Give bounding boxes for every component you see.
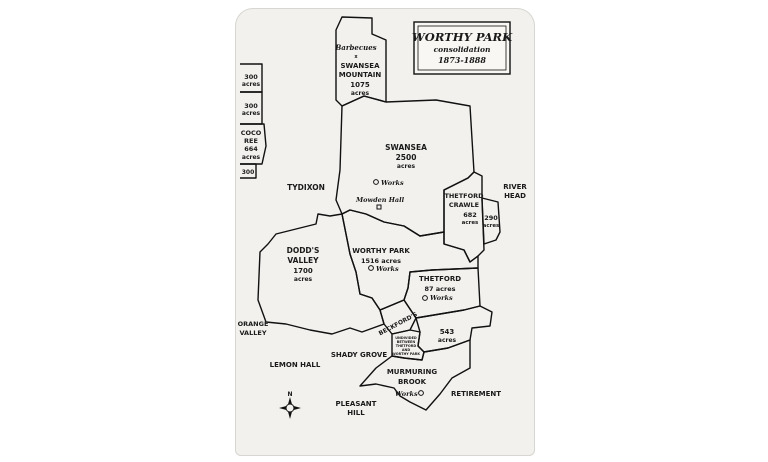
map-subtitle: consolidation [434, 45, 491, 54]
label-works-worthy-park: Works [376, 265, 399, 273]
region-murmuring-brook [359, 339, 471, 411]
label-tydixon: TYDIXON [287, 183, 325, 192]
svg-text:acres: acres [294, 276, 313, 283]
svg-text:acres: acres [462, 220, 479, 226]
label-thetford-crawle: THETFORD [444, 192, 484, 200]
svg-text:AND: AND [402, 348, 410, 352]
label-300-acres-b: 300 [244, 102, 258, 110]
label-300-acres-a: 300 [244, 73, 258, 81]
label-cocoree: COCO [241, 129, 262, 137]
mowden-hall-marker [376, 204, 382, 210]
label-lemon-hall: LEMON HALL [270, 361, 321, 369]
svg-text:2500: 2500 [396, 153, 417, 162]
works-marker-murmuring-brook [418, 390, 424, 396]
title-cartouche: WORTHY PARK consolidation 1873-1888 [412, 21, 513, 75]
svg-text:acres: acres [483, 223, 500, 229]
label-pleasant-hill: PLEASANT [336, 400, 377, 408]
svg-text:VALLEY: VALLEY [287, 256, 319, 265]
label-dodds-valley: DODD'S [287, 246, 320, 255]
works-marker-thetford [422, 295, 428, 301]
label-swansea: SWANSEA [385, 143, 427, 152]
label-300-acres-c: 300 [242, 169, 255, 176]
svg-text:CRAWLE: CRAWLE [449, 201, 479, 209]
label-works-murmuring-brook: Works [395, 390, 418, 398]
svg-text:acres: acres [397, 163, 416, 170]
region-boundaries [240, 16, 501, 411]
region-dodds-valley [257, 213, 385, 335]
svg-text:682: 682 [463, 211, 477, 219]
label-shady-grove: SHADY GROVE [331, 351, 387, 359]
label-swansea-mountain: SWANSEA [341, 62, 381, 70]
map-title: WORTHY PARK [412, 30, 513, 44]
label-retirement: RETIREMENT [451, 390, 501, 398]
svg-text:THETFORD: THETFORD [396, 344, 417, 348]
region-290-acres [481, 197, 501, 245]
svg-text:acres: acres [242, 110, 261, 117]
label-murmuring-brook: MURMURING [387, 368, 438, 376]
svg-text:HEAD: HEAD [504, 192, 526, 200]
svg-text:MOUNTAIN: MOUNTAIN [339, 71, 382, 79]
svg-text:REE: REE [244, 137, 258, 145]
label-works-thetford: Works [430, 294, 453, 302]
label-543-acres: 543 [440, 328, 455, 336]
svg-text:87 acres: 87 acres [424, 285, 455, 293]
svg-text:BETWEEN: BETWEEN [397, 340, 416, 344]
svg-text:BROOK: BROOK [398, 378, 427, 386]
svg-text:x: x [354, 54, 358, 60]
svg-text:VALLEY: VALLEY [239, 329, 266, 337]
works-marker-swansea [373, 179, 379, 185]
label-undivided: UNDIVIDED [395, 336, 417, 340]
svg-text:664: 664 [244, 145, 258, 153]
svg-text:acres: acres [351, 90, 370, 97]
label-thetford: THETFORD [419, 275, 461, 283]
label-290-acres: 290 [484, 214, 498, 222]
svg-text:acres: acres [438, 337, 457, 344]
svg-text:1075: 1075 [350, 81, 370, 89]
svg-text:1700: 1700 [293, 267, 313, 275]
svg-text:HILL: HILL [347, 409, 365, 417]
label-mowden-hall: Mowden Hall [355, 196, 405, 204]
label-orange-valley: ORANGE [238, 320, 269, 328]
works-marker-worthy-park [368, 265, 374, 271]
svg-text:1516 acres: 1516 acres [361, 257, 401, 265]
region-300-acres-c [240, 163, 257, 179]
svg-text:acres: acres [242, 81, 261, 88]
svg-text:WORTHY PARK: WORTHY PARK [392, 352, 420, 356]
compass-rose: N [279, 391, 301, 419]
label-river-head: RIVER [503, 183, 527, 191]
label-works-swansea: Works [381, 179, 404, 187]
map-date-range: 1873-1888 [438, 55, 486, 65]
label-worthy-park: WORTHY PARK [352, 247, 410, 255]
label-barbecues: Barbecues [334, 43, 376, 52]
svg-text:acres: acres [242, 154, 261, 161]
compass-north-label: N [287, 391, 292, 398]
